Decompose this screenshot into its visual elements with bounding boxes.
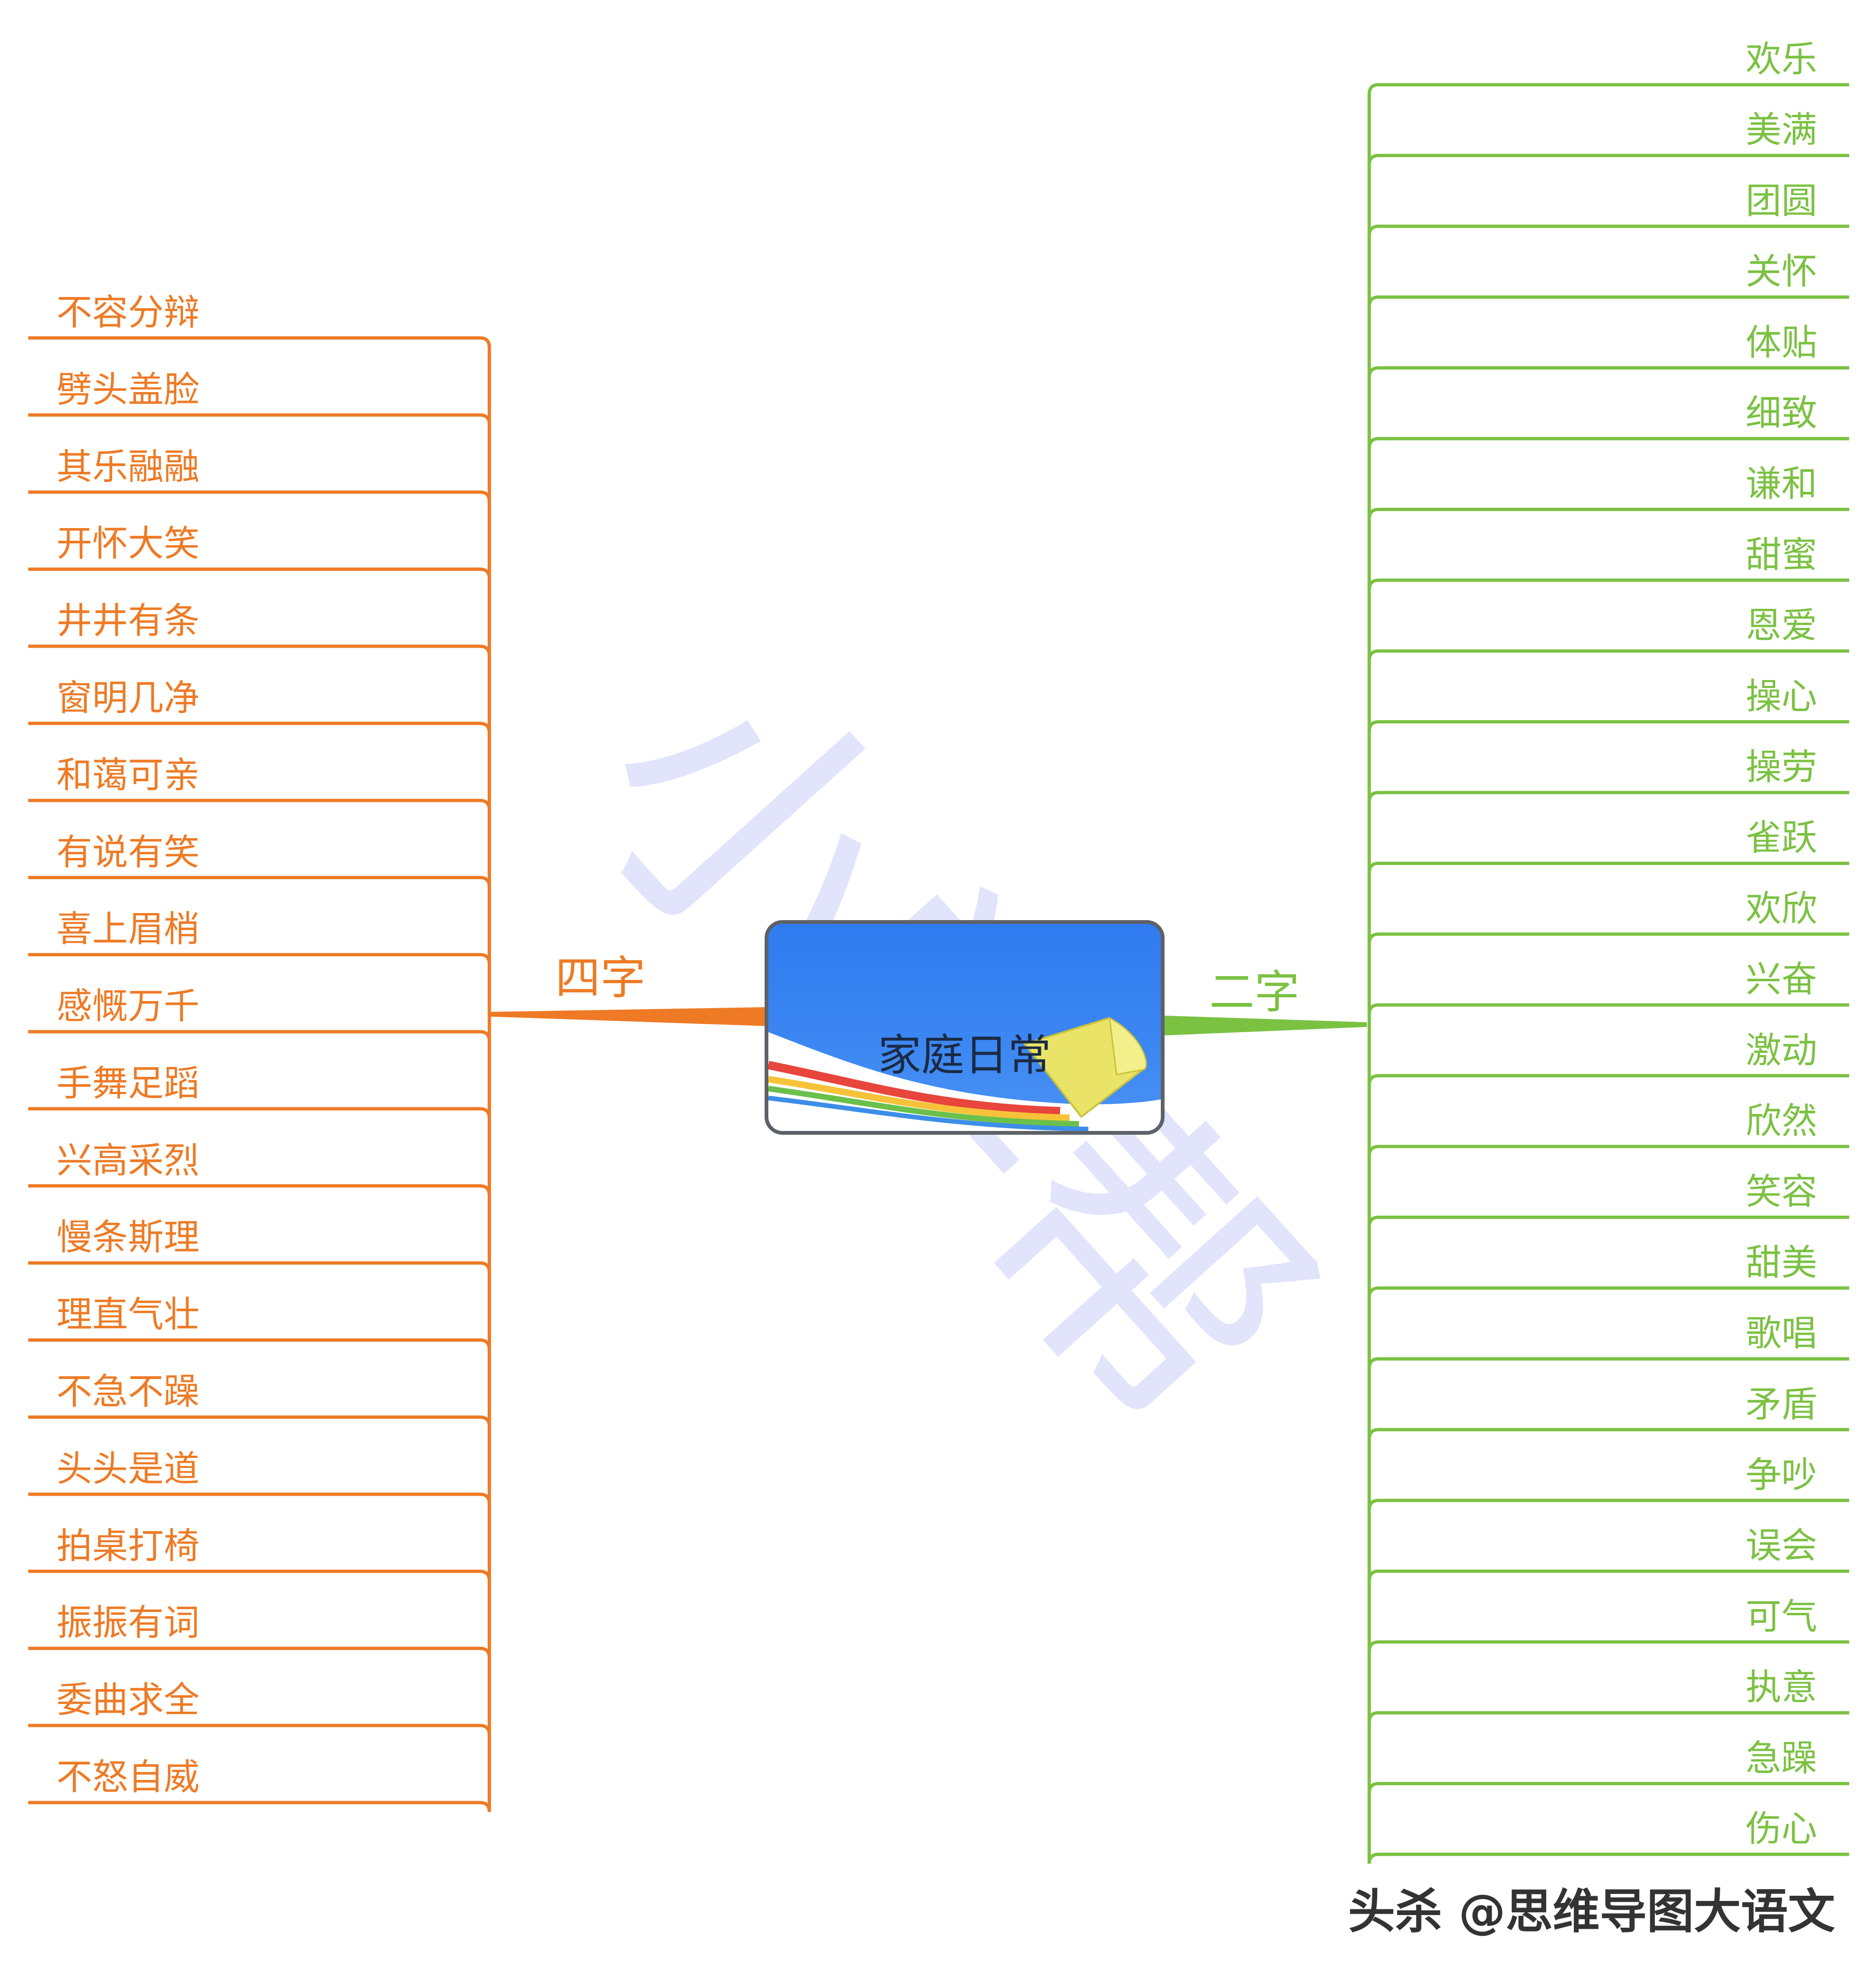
right-leaf-item[interactable]: 美满 (1746, 109, 1817, 151)
left-leaf-item[interactable]: 拍桌打椅 (56, 1524, 200, 1567)
right-leaf-item[interactable]: 伤心 (1746, 1808, 1817, 1850)
right-leaf-item[interactable]: 笑容 (1746, 1170, 1817, 1213)
right-leaf-connector (1367, 861, 1849, 1025)
right-branch-label[interactable]: 二字 (1209, 966, 1300, 1018)
right-leaf-item[interactable]: 可气 (1746, 1595, 1817, 1637)
right-leaf-item[interactable]: 激动 (1746, 1029, 1817, 1071)
right-leaf-connector (1367, 83, 1849, 1025)
left-leaf-item[interactable]: 开怀大笑 (56, 522, 200, 565)
left-leaf-item[interactable]: 不急不躁 (56, 1371, 200, 1413)
right-leaf-item[interactable]: 甜蜜 (1746, 533, 1817, 576)
right-leaf-connector (1367, 366, 1849, 1025)
right-leaf-item[interactable]: 矛盾 (1746, 1383, 1817, 1425)
left-leaf-item[interactable]: 和蔼可亲 (56, 754, 200, 796)
left-leaf-connector (28, 876, 491, 1014)
left-leaf-item[interactable]: 其乐融融 (56, 445, 200, 488)
right-leaf-connector (1367, 1025, 1849, 1864)
left-leaf-connector (28, 799, 491, 1014)
right-leaf-connector (1367, 720, 1849, 1025)
left-leaf-connector (28, 413, 491, 1014)
right-leaf-item[interactable]: 谦和 (1746, 463, 1817, 505)
left-leaf-item[interactable]: 井井有条 (56, 600, 200, 642)
right-leaf-item[interactable]: 恩爱 (1746, 604, 1817, 647)
left-leaf-item[interactable]: 委曲求全 (56, 1679, 200, 1721)
left-leaf-item[interactable]: 不怒自威 (56, 1756, 200, 1798)
right-leaf-item[interactable]: 争吵 (1746, 1454, 1817, 1496)
right-leaf-connector (1367, 224, 1849, 1025)
left-leaf-connector (28, 490, 491, 1014)
right-leaf-item[interactable]: 关怀 (1746, 250, 1817, 293)
right-leaf-connector (1367, 578, 1849, 1025)
left-leaf-item[interactable]: 不容分辩 (56, 291, 200, 333)
right-leaf-item[interactable]: 急躁 (1746, 1737, 1817, 1779)
right-leaf-item[interactable]: 歌唱 (1746, 1312, 1817, 1355)
left-leaf-item[interactable]: 窗明几净 (56, 676, 200, 719)
right-leaf-connector (1367, 649, 1849, 1025)
right-leaf-item[interactable]: 细致 (1746, 392, 1817, 434)
right-leaf-connector (1367, 1025, 1849, 1439)
central-topic-title: 家庭日常 (878, 1030, 1051, 1081)
right-leaf-item[interactable]: 体贴 (1746, 321, 1817, 363)
left-leaf-connector (28, 336, 491, 1014)
right-leaf-connector (1367, 1003, 1849, 1025)
right-main-connector (1165, 1016, 1367, 1035)
right-leaf-connector (1367, 295, 1849, 1025)
right-leaf-connector (1367, 507, 1849, 1025)
left-leaf-connector (28, 644, 491, 1014)
left-branch-label[interactable]: 四字 (555, 952, 646, 1004)
left-leaf-item[interactable]: 理直气壮 (56, 1293, 200, 1336)
footer-credit: 头杀 @思维导图大语文 (1348, 1884, 1835, 1939)
central-topic[interactable]: 家庭日常 (765, 920, 1165, 1135)
center-decoration (768, 1017, 1161, 1131)
right-leaf-connector (1367, 932, 1849, 1025)
sticky-note-icon (1023, 1017, 1147, 1118)
right-leaf-connector (1367, 153, 1849, 1025)
left-leaf-item[interactable]: 振振有词 (56, 1602, 200, 1644)
right-leaf-item[interactable]: 团圆 (1746, 179, 1817, 222)
left-leaf-connector (28, 1014, 491, 1812)
left-leaf-connector (28, 721, 491, 1014)
left-leaf-item[interactable]: 慢条斯理 (56, 1216, 200, 1259)
left-branch-lines (28, 336, 491, 1812)
left-leaf-connector (28, 953, 491, 1014)
left-leaf-item[interactable]: 感慨万千 (56, 985, 200, 1027)
right-leaf-item[interactable]: 欢欣 (1746, 887, 1817, 930)
left-leaf-item[interactable]: 有说有笑 (56, 831, 200, 873)
right-leaf-item[interactable]: 兴奋 (1746, 958, 1817, 1001)
right-leaf-item[interactable]: 操心 (1746, 675, 1817, 717)
right-leaf-item[interactable]: 欢乐 (1746, 38, 1817, 80)
left-leaf-item[interactable]: 手舞足蹈 (56, 1062, 200, 1104)
right-leaf-item[interactable]: 操劳 (1746, 746, 1817, 788)
right-leaf-item[interactable]: 雀跃 (1746, 817, 1817, 859)
right-leaf-connector (1367, 437, 1849, 1025)
right-leaf-item[interactable]: 执意 (1746, 1666, 1817, 1708)
left-leaf-item[interactable]: 喜上眉梢 (56, 908, 200, 950)
left-leaf-item[interactable]: 兴高采烈 (56, 1139, 200, 1181)
right-branch-lines (1367, 83, 1849, 1864)
right-leaf-item[interactable]: 误会 (1746, 1524, 1817, 1567)
right-leaf-connector (1367, 791, 1849, 1025)
left-leaf-connector (28, 567, 491, 1014)
left-main-connector (489, 1007, 765, 1026)
left-leaf-item[interactable]: 劈头盖脸 (56, 368, 200, 410)
left-leaf-item[interactable]: 头头是道 (56, 1447, 200, 1490)
right-leaf-item[interactable]: 甜美 (1746, 1241, 1817, 1283)
right-leaf-item[interactable]: 欣然 (1746, 1100, 1817, 1142)
